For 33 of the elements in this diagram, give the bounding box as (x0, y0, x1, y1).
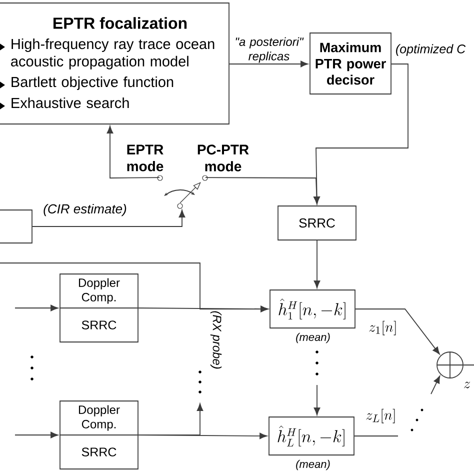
node-label: (mean) (296, 332, 330, 344)
mode-label: EPTR mode (127, 144, 164, 172)
process-box: Doppler Comp. SRRC (60, 274, 138, 342)
adder-circle (436, 352, 464, 378)
arrow (229, 60, 308, 68)
process-box: SRRC (278, 206, 356, 240)
arrow (314, 240, 320, 288)
arrow (106, 126, 160, 178)
arrow (14, 304, 58, 312)
signal-label: (optimized C (396, 44, 466, 56)
arrow (205, 177, 320, 204)
mode-label: PC-PTR mode (198, 144, 249, 172)
switch-drawing (157, 175, 208, 209)
edge-label: (CIR estimate) (44, 204, 126, 216)
edge-label: "a posteriori" replicas (236, 37, 304, 63)
process-box: Maximum PTR power decisor (310, 32, 392, 94)
arrow (138, 403, 204, 436)
process-box: $\hat{h}_L^{H}[n,-k]$ (mean) (268, 416, 354, 470)
process-box (0, 210, 32, 244)
arrow (355, 308, 440, 355)
signal-label: (RX probe) (210, 311, 222, 369)
arrow (14, 432, 58, 438)
signal-label: $z_1[n]$ (369, 320, 396, 336)
arrow (430, 376, 440, 394)
arrow (0, 262, 268, 312)
signal-label: $z$ (464, 382, 470, 388)
process-box: EPTR focalization High-frequency ray trace ocean acoustic propagation model Bartlett objective function Exhaustive search (0, 2, 230, 124)
arrow (32, 210, 186, 227)
node-label: (mean) (296, 460, 330, 470)
process-box: Doppler Comp. SRRC (60, 400, 138, 470)
process-box: $\hat{h}_1^{H}[n,-k]$ (mean) (270, 290, 356, 344)
arrow (314, 384, 320, 416)
signal-label: $z_L[n]$ (366, 408, 395, 424)
